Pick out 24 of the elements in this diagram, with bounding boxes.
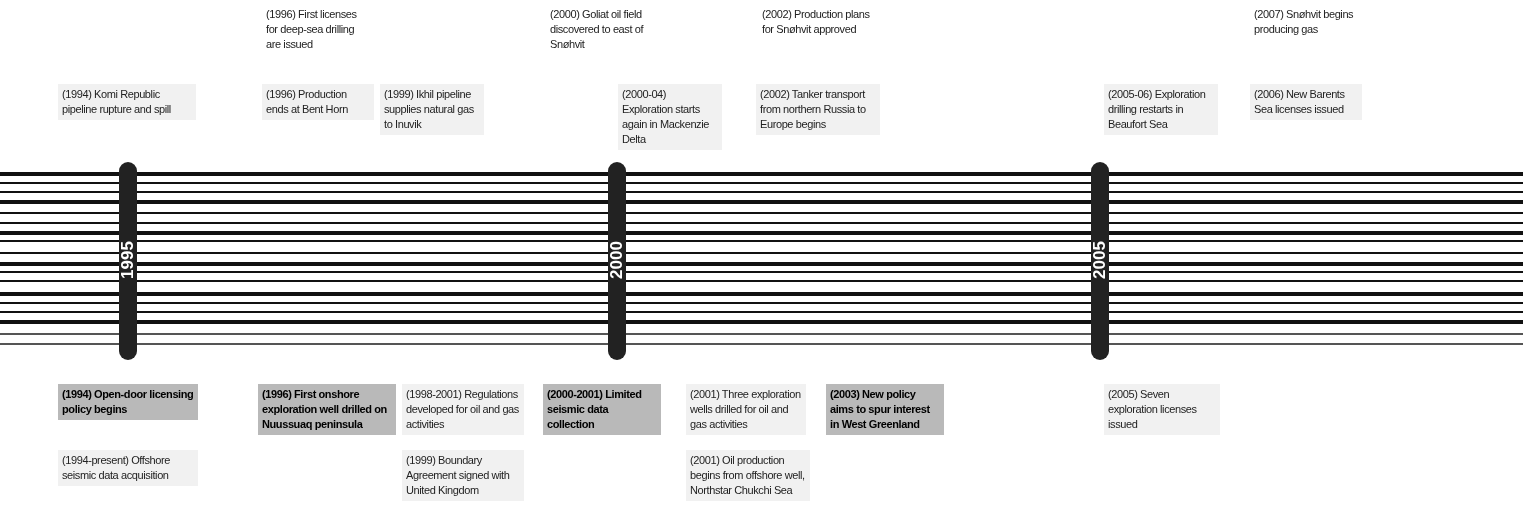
event-note: (2005-06) Exploration drilling restarts in Beaufort Sea: [1104, 84, 1218, 135]
event-note: (2002) Production plans for Snøhvit approved: [758, 4, 880, 40]
event-note: (2007) Snøhvit begins producing gas: [1250, 4, 1362, 40]
year-label: 2005: [1089, 241, 1110, 279]
year-label: 2000: [606, 241, 627, 279]
event-note: (1999) Boundary Agreement signed with United Kingdom: [402, 450, 524, 501]
event-note: (1998-2001) Regulations developed for oil and gas activities: [402, 384, 524, 435]
event-note: (1994-present) Offshore seismic data acquisition: [58, 450, 198, 486]
event-note: (2006) New Barents Sea licenses issued: [1250, 84, 1362, 120]
event-note: (2000) Goliat oil field discovered to east of Snøhvit: [546, 4, 658, 55]
event-note: (1996) First licenses for deep-sea drilling are issued: [262, 4, 374, 55]
event-note: (1996) Production ends at Bent Horn: [262, 84, 374, 120]
event-note: (2002) Tanker transport from northern Russia to Europe begins: [756, 84, 880, 135]
event-note: (1994) Open-door licensing policy begins: [58, 384, 198, 420]
event-note: (2000-2001) Limited seismic data collection: [543, 384, 661, 435]
event-note: (2003) New policy aims to spur interest in West Greenland: [826, 384, 944, 435]
event-note: (1994) Komi Republic pipeline rupture and spill: [58, 84, 196, 120]
event-note: (2000-04) Exploration starts again in Mackenzie Delta: [618, 84, 722, 150]
event-note: (2005) Seven exploration licenses issued: [1104, 384, 1220, 435]
year-label: 1995: [117, 241, 138, 279]
event-note: (2001) Oil production begins from offshore well, Northstar Chukchi Sea: [686, 450, 810, 501]
event-note: (2001) Three exploration wells drilled for oil and gas activities: [686, 384, 806, 435]
event-note: (1999) Ikhil pipeline supplies natural gas to Inuvik: [380, 84, 484, 135]
event-note: (1996) First onshore exploration well drilled on Nuussuaq peninsula: [258, 384, 396, 435]
